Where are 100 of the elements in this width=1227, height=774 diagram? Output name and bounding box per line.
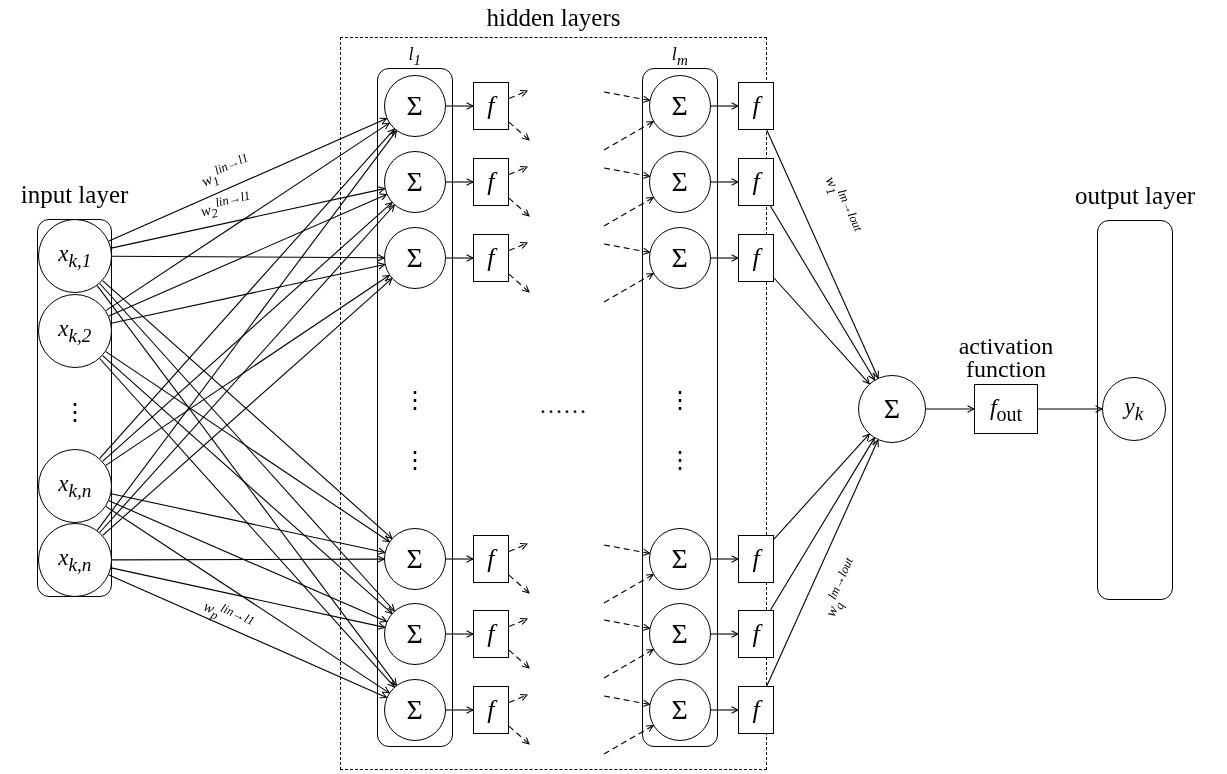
dashed-arrow	[603, 724, 654, 755]
sum-symbol: Σ	[406, 91, 423, 120]
sum-symbol: Σ	[406, 243, 423, 272]
arrow	[445, 555, 474, 563]
dashed-arrow	[508, 121, 530, 141]
neuron-circle	[37, 218, 112, 293]
function-box	[472, 81, 509, 130]
arrow	[105, 351, 390, 543]
heading-text: l$_{m}$	[671, 44, 688, 68]
arrow	[773, 277, 870, 385]
function-box	[472, 609, 509, 658]
arrow	[108, 193, 388, 317]
dashed-arrow	[508, 197, 530, 217]
arrow	[769, 205, 876, 381]
arrow	[102, 202, 393, 462]
arrow	[108, 500, 388, 623]
math-label: x$_{k,2}$	[58, 316, 92, 345]
arrow	[710, 254, 739, 262]
dashed-arrow	[508, 649, 530, 669]
function-box	[738, 158, 774, 206]
neuron-circle	[37, 522, 112, 597]
dashed-arrow	[508, 574, 530, 594]
neuron-circle	[37, 293, 112, 368]
math-label: x$_{k,n}$	[58, 545, 92, 574]
arrow	[108, 574, 388, 699]
arrow	[445, 102, 474, 110]
arrow	[110, 262, 386, 324]
sum-symbol: Σ	[883, 395, 901, 423]
arrow	[445, 706, 474, 714]
dashed-arrow	[603, 196, 654, 227]
dashed-arrow	[603, 243, 651, 255]
sum-symbol: Σ	[406, 544, 423, 573]
heading-text: l$_{1}$	[408, 44, 422, 68]
dashed-arrow	[508, 694, 528, 704]
function-box	[472, 685, 509, 734]
dashed-arrow	[603, 619, 651, 631]
math-label: x$_{k,1}$	[58, 241, 92, 270]
dashed-arrow	[508, 90, 528, 100]
sum-circle	[383, 602, 446, 665]
arrow	[773, 433, 870, 540]
arrow	[99, 282, 395, 612]
dashed-arrow	[508, 273, 530, 293]
arrow	[710, 630, 739, 638]
ellipsis-dots: ⋮	[668, 448, 692, 472]
ellipsis-dots: ……	[539, 393, 587, 417]
arrow	[769, 437, 875, 611]
arrow	[445, 254, 474, 262]
arrow	[111, 555, 385, 563]
function-box	[738, 686, 774, 734]
sum-symbol: Σ	[406, 167, 423, 196]
arrow	[105, 122, 390, 312]
arrow	[110, 493, 386, 555]
sum-circle	[858, 375, 926, 443]
dashed-arrow	[603, 167, 651, 179]
dashed-arrow	[508, 242, 528, 252]
function-box	[738, 610, 774, 658]
function-box	[472, 157, 509, 206]
dashed-arrow	[603, 272, 654, 303]
arrow	[110, 567, 386, 630]
sum-symbol: Σ	[671, 91, 688, 120]
function-box	[472, 534, 509, 583]
arrow	[445, 630, 474, 638]
function-box	[738, 234, 774, 282]
dashed-arrow	[508, 543, 528, 553]
heading-text: output layer	[1074, 182, 1196, 208]
ellipsis-dots: ⋮	[668, 388, 692, 412]
arrow	[445, 178, 474, 186]
math-label: f$_{out}$	[989, 394, 1023, 424]
heading-text: input layer	[20, 181, 129, 207]
math-label: y$_{k}$	[1124, 394, 1144, 423]
function-box	[472, 233, 509, 282]
dashed-arrow	[603, 544, 651, 556]
arrow	[111, 254, 385, 262]
dashed-arrow	[603, 573, 654, 604]
arrow	[710, 555, 739, 563]
arrow	[766, 439, 879, 687]
sum-symbol: Σ	[671, 167, 688, 196]
sum-symbol: Σ	[406, 619, 423, 648]
sum-symbol: Σ	[671, 619, 688, 648]
arrow	[99, 128, 395, 459]
math-label: x$_{k,n}$	[58, 471, 92, 500]
ellipsis-dots: ⋮	[63, 400, 87, 424]
arrow	[96, 130, 397, 531]
function-box	[738, 82, 774, 130]
heading-text: activation function	[957, 335, 1055, 381]
neuron-circle	[37, 448, 112, 523]
function-box	[738, 535, 774, 583]
dashed-arrow	[603, 120, 654, 151]
arrow	[766, 129, 879, 379]
sum-symbol: Σ	[406, 695, 423, 724]
dashed-arrow	[508, 618, 528, 628]
arrow	[99, 357, 395, 688]
dashed-arrow	[508, 166, 528, 176]
arrow	[105, 505, 390, 694]
dashed-arrow	[603, 91, 651, 103]
dashed-arrow	[603, 695, 651, 707]
arrow	[102, 355, 393, 614]
heading-text: hidden layers	[486, 4, 621, 30]
arrow	[96, 285, 397, 686]
arrow	[110, 186, 386, 249]
